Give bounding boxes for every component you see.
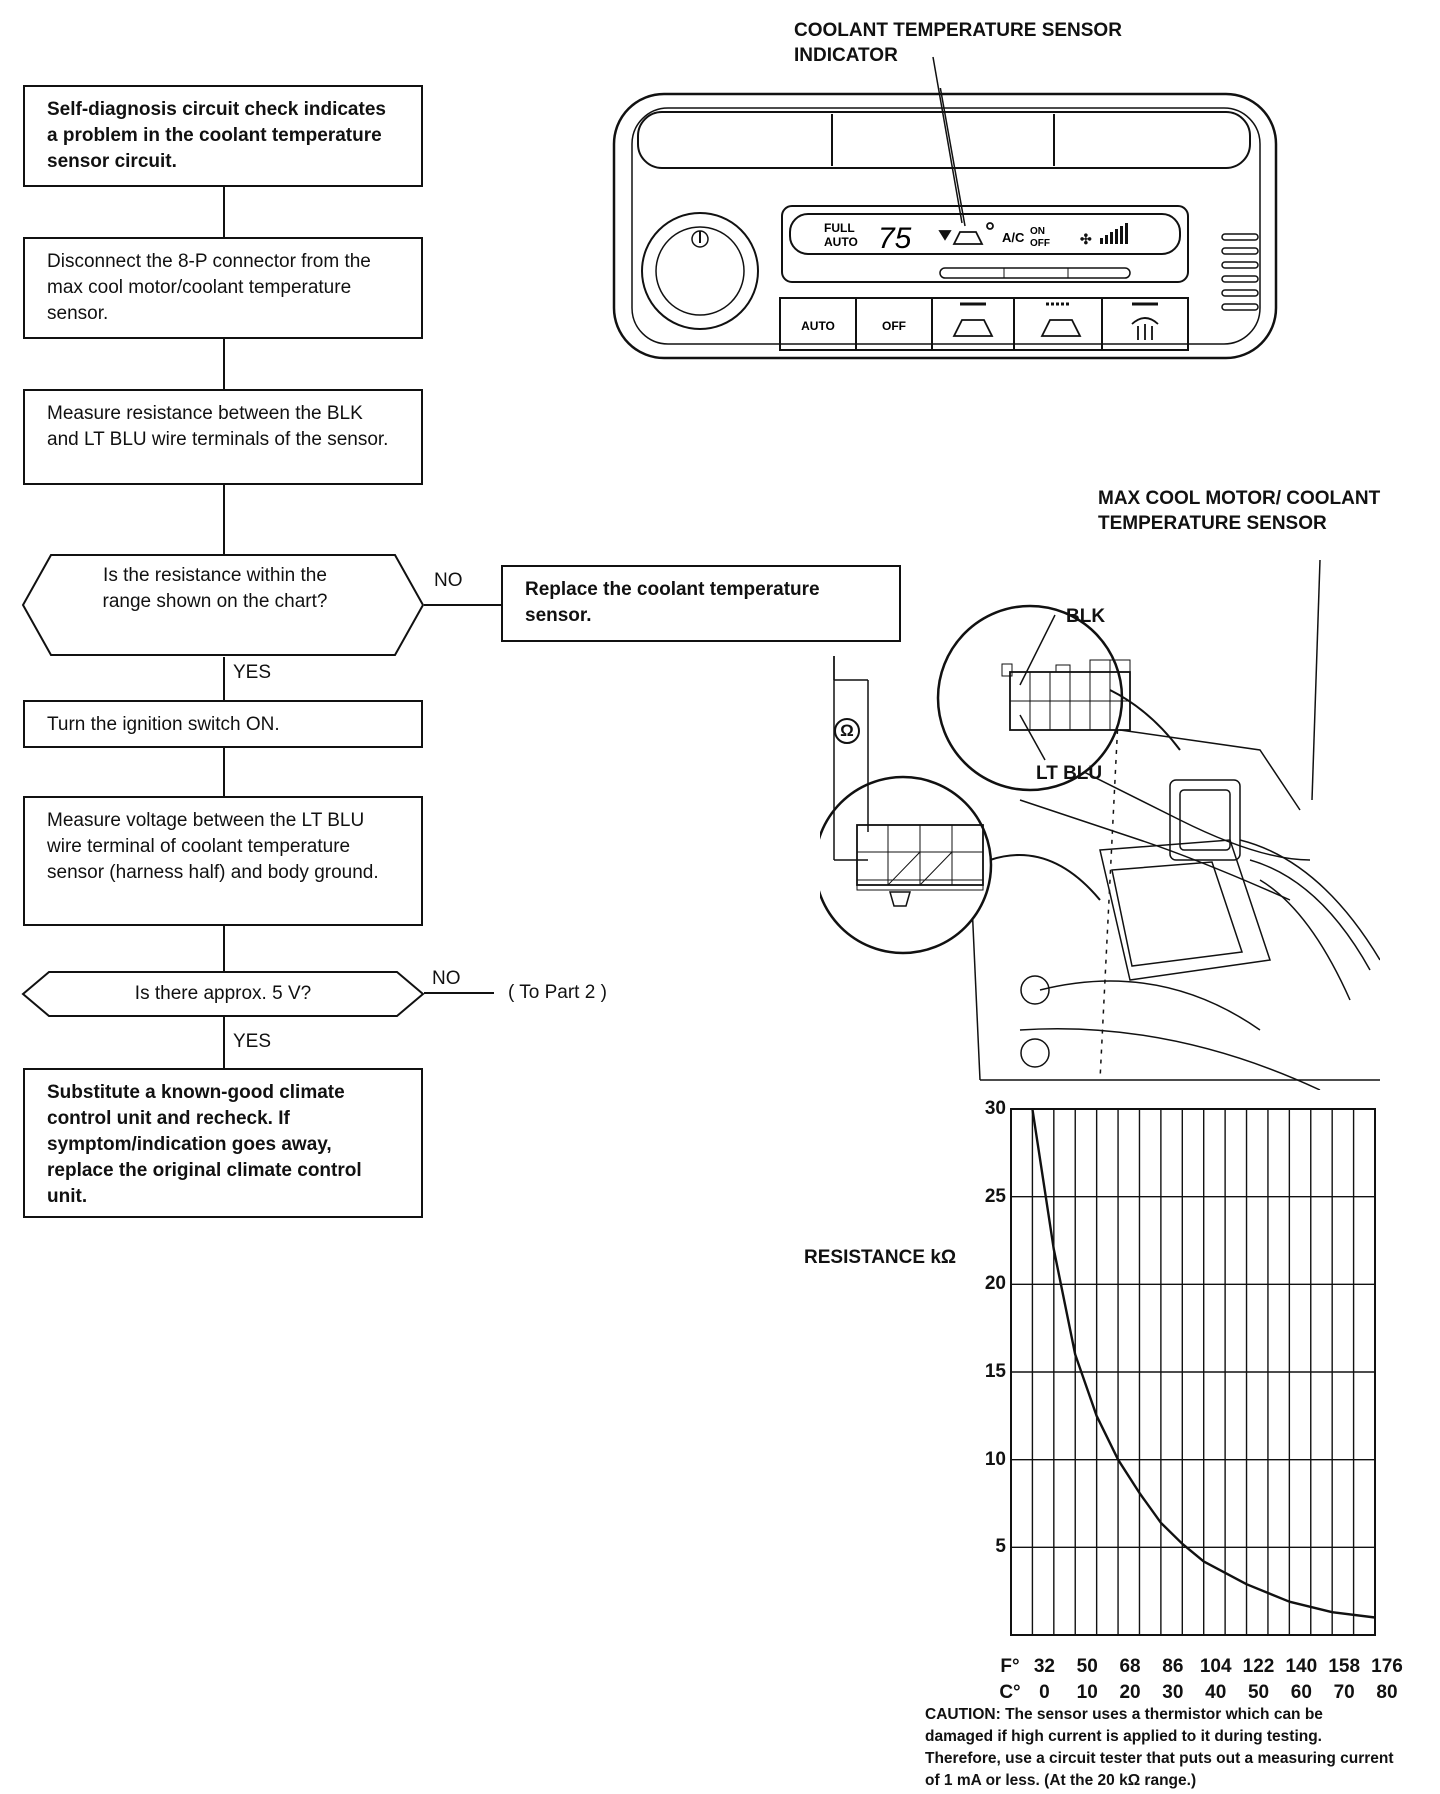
recirculation-icon — [952, 302, 994, 337]
x-f-tick-label: 68 — [1119, 1656, 1141, 1677]
flow-connector — [223, 187, 225, 237]
flow-step-disconnect: Disconnect the 8-P connector from the ma… — [23, 237, 423, 339]
lcd-full-text: FULL — [824, 221, 855, 235]
fresh-air-icon — [1040, 302, 1082, 337]
flow-step-substitute-unit: Substitute a known-good climate control … — [23, 1068, 423, 1218]
coolant-indicator-callout: COOLANT TEMPERATURE SENSOR INDICATOR — [794, 20, 1122, 66]
x-c-tick-label: 80 — [1376, 1682, 1398, 1703]
flow-connector — [223, 339, 225, 389]
x-f-tick-label: 158 — [1328, 1656, 1361, 1677]
flow-connector-no — [424, 992, 494, 994]
flow-step-measure-voltage: Measure voltage between the LT BLU wire … — [23, 796, 423, 926]
x-f-tick-label: 32 — [1033, 1656, 1055, 1677]
x-f-unit-label: F° — [1000, 1656, 1020, 1677]
y-tick-label: 25 — [984, 1185, 1006, 1207]
sensor-connector-zoom — [936, 604, 1181, 792]
lcd-temp-text: 75 — [878, 222, 912, 255]
flow-decision-resistance: Is the resistance within the range shown… — [102, 565, 328, 612]
y-tick-label: 10 — [984, 1448, 1006, 1470]
x-c-tick-label: 40 — [1205, 1682, 1227, 1703]
auto-button-label: AUTO — [801, 319, 835, 333]
decision2-yes-label: YES — [233, 1031, 272, 1052]
x-c-tick-label: 70 — [1333, 1682, 1355, 1703]
y-tick-label: 30 — [984, 1098, 1006, 1119]
x-f-tick-label: 176 — [1371, 1656, 1403, 1677]
climate-control-panel: FULL AUTO 75 A/C ON OFF ✣ AUTO OFF — [612, 88, 1278, 360]
chart-ylabel: RESISTANCE kΩ — [804, 1247, 957, 1268]
indicator-leader-line — [932, 56, 963, 224]
x-c-tick-label: 0 — [1039, 1682, 1050, 1703]
resistance-chart — [1010, 1108, 1376, 1636]
x-c-tick-label: 60 — [1290, 1682, 1312, 1703]
resistance-curve — [1031, 1108, 1376, 1619]
flow-decision-voltage-shape — [21, 971, 425, 1017]
decision1-no-label: NO — [434, 570, 463, 591]
flow-step-self-diagnosis: Self-diagnosis circuit check indicates a… — [23, 85, 423, 187]
x-c-tick-label: 10 — [1076, 1682, 1098, 1703]
fan-speed-icon: ✣ — [1080, 223, 1128, 247]
flow-connector — [223, 1016, 225, 1068]
sensor-connector-illustration — [820, 560, 1380, 1090]
harness-connector-zoom — [820, 656, 1101, 955]
caution-note: CAUTION: The sensor uses a thermistor wh… — [925, 1706, 1394, 1789]
temperature-knob — [641, 212, 759, 330]
lcd-auto-text: AUTO — [824, 235, 858, 249]
x-f-tick-label: 104 — [1199, 1656, 1232, 1677]
flow-decision-voltage: Is there approx. 5 V? — [134, 983, 312, 1004]
coolant-temperature-icon — [938, 222, 994, 245]
decision1-yes-label: YES — [233, 662, 272, 683]
wire-blk-label: BLK — [1066, 606, 1106, 627]
flow-decision-resistance-shape — [21, 554, 425, 656]
lcd-off-text: OFF — [1030, 238, 1050, 249]
x-c-unit-label: C° — [999, 1682, 1021, 1703]
y-tick-label: 5 — [995, 1536, 1006, 1558]
flow-step-ignition: Turn the ignition switch ON. — [23, 700, 423, 748]
decision2-no-label: NO — [432, 968, 461, 989]
flow-connector — [223, 485, 225, 555]
max-cool-motor-callout: MAX COOL MOTOR/ COOLANT TEMPERATURE SENS… — [1098, 488, 1381, 534]
x-f-tick-label: 50 — [1076, 1656, 1098, 1677]
flow-connector — [223, 657, 225, 700]
ohmmeter-icon: Ω — [834, 718, 860, 744]
flow-step-replace-sensor: Replace the coolant temperature sensor. — [501, 565, 901, 642]
x-f-tick-label: 86 — [1162, 1656, 1184, 1677]
x-c-tick-label: 50 — [1247, 1682, 1270, 1703]
x-c-tick-label: 20 — [1119, 1682, 1141, 1703]
x-c-tick-label: 30 — [1162, 1682, 1184, 1703]
lcd-on-text: ON — [1030, 226, 1045, 237]
decision2-to-part2: ( To Part 2 ) — [508, 982, 607, 1003]
x-f-tick-label: 122 — [1242, 1656, 1275, 1677]
off-button-label: OFF — [882, 319, 906, 333]
vent-grille — [1221, 233, 1259, 311]
x-f-tick-label: 140 — [1285, 1656, 1318, 1677]
lcd-ac-text: A/C — [1002, 230, 1025, 245]
y-tick-label: 20 — [984, 1273, 1006, 1295]
flow-step-measure-resistance: Measure resistance between the BLK and L… — [23, 389, 423, 485]
flow-connector — [223, 748, 225, 796]
flow-connector — [223, 926, 225, 971]
wire-ltblu-label: LT BLU — [1036, 763, 1103, 784]
y-tick-label: 15 — [984, 1361, 1006, 1382]
flow-connector-no — [424, 604, 501, 606]
defrost-icon — [1131, 302, 1159, 340]
svg-text:✣: ✣ — [1080, 231, 1092, 247]
